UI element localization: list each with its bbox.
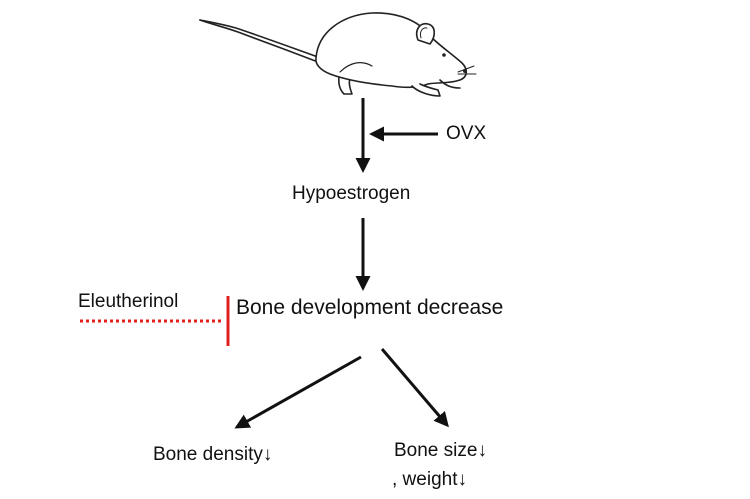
eleutherinol-label: Eleutherinol	[78, 291, 178, 313]
arrow-to-bone-density	[237, 357, 361, 427]
bone-size-label: Bone size↓	[394, 440, 487, 462]
hypoestrogen-label: Hypoestrogen	[292, 183, 410, 205]
ovx-label: OVX	[446, 123, 486, 145]
weight-label: , weight↓	[392, 469, 467, 491]
bone-density-label: Bone density↓	[153, 444, 272, 466]
rat-icon	[200, 13, 476, 96]
arrow-to-bone-size	[382, 349, 447, 425]
bone-development-label: Bone development decrease	[236, 296, 503, 320]
